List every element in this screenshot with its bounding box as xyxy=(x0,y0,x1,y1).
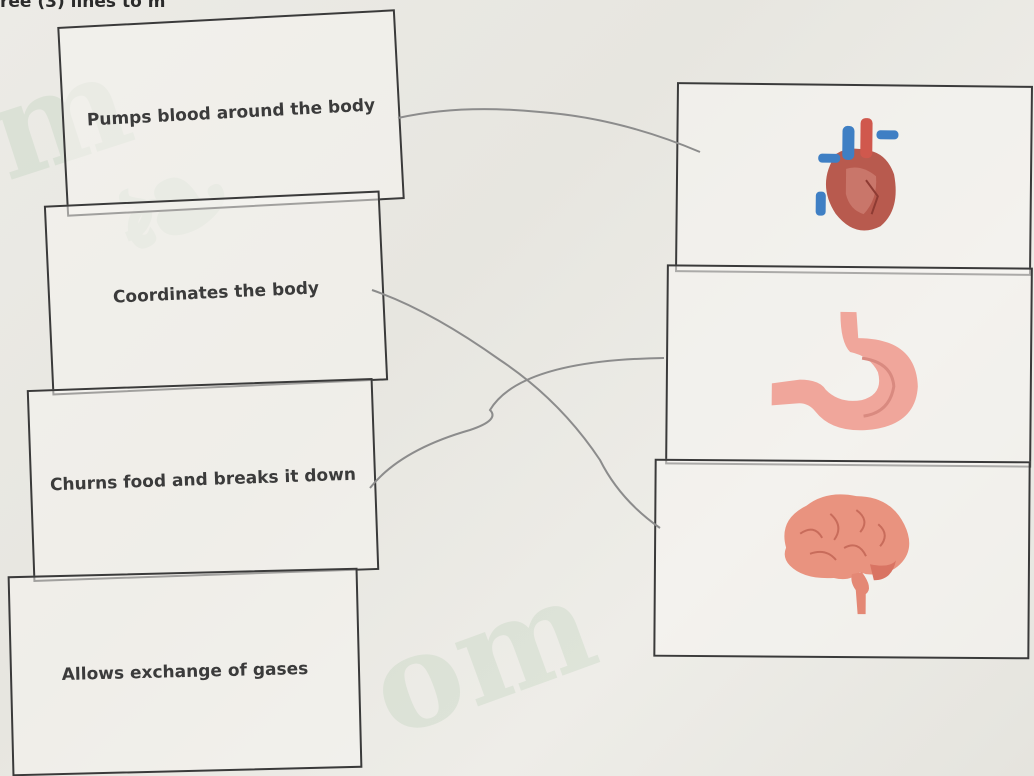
line-coordinates-to-brain xyxy=(372,290,660,528)
line-pumps-to-heart xyxy=(398,109,700,152)
line-churns-to-stomach xyxy=(370,358,664,488)
